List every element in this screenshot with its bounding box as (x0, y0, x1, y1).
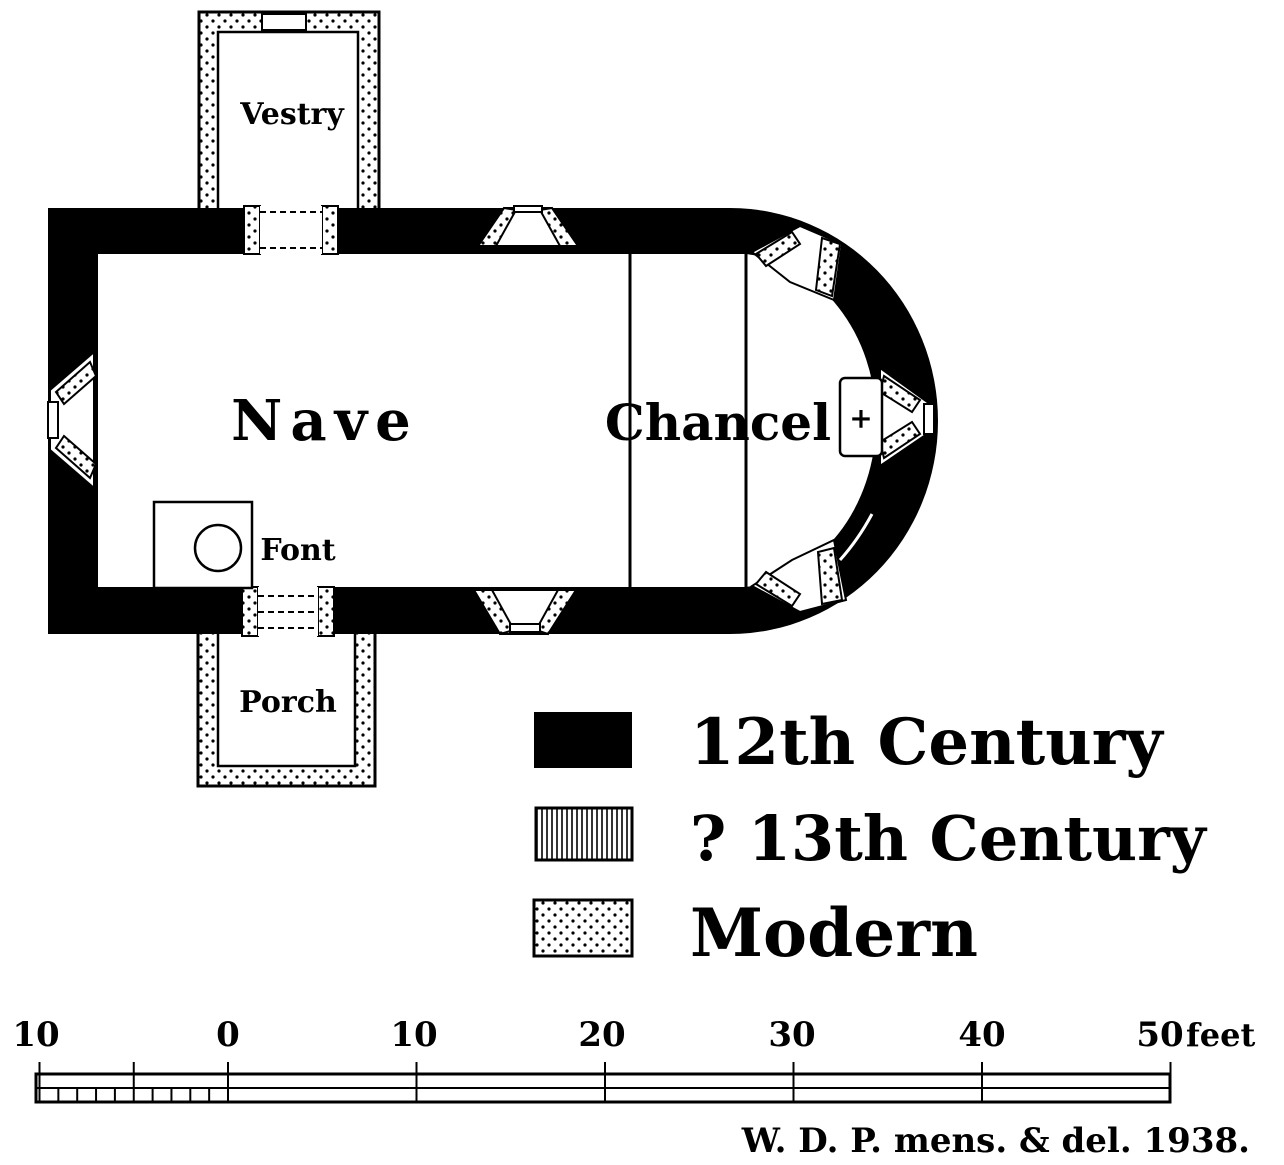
legend-label-modern: Modern (690, 894, 978, 972)
window-south (472, 589, 578, 636)
scale-bar: 10 0 10 20 30 40 50 feet (12, 1015, 1255, 1104)
scale-tick-label: 20 (578, 1015, 625, 1055)
scale-tick-label: 50 (1136, 1015, 1183, 1055)
scale-tick-label: 10 (12, 1015, 59, 1055)
legend-label-13th: ? 13th Century (690, 802, 1208, 875)
legend: 12th Century ? 13th Century Modern (532, 705, 1208, 972)
vestry-label: Vestry (239, 97, 345, 132)
window-apse-east (878, 366, 935, 468)
altar-cross: + (849, 402, 872, 435)
vestry-doorway (243, 205, 339, 255)
font-label: Font (260, 533, 335, 568)
legend-swatch-modern (532, 898, 634, 958)
twelfth-century-walls (48, 208, 938, 634)
legend-label-12th: 12th Century (690, 705, 1164, 780)
legend-swatch-13th (534, 806, 634, 862)
scale-tick-label: 10 (390, 1015, 437, 1055)
scale-tick-label: 30 (768, 1015, 815, 1055)
scale-unit: feet (1186, 1016, 1255, 1054)
vestry (197, 10, 381, 212)
font-basin (152, 500, 254, 590)
window-apse-north (750, 224, 844, 302)
window-west (47, 349, 98, 491)
window-apse-south (750, 513, 874, 614)
legend-swatch-12th (534, 712, 632, 768)
chancel-label: Chancel (605, 393, 831, 452)
nave-label: Nave (231, 388, 419, 454)
scale-tick-label: 40 (958, 1015, 1005, 1055)
porch-label: Porch (239, 685, 337, 720)
credit: W. D. P. mens. & del. 1938. (741, 1121, 1250, 1161)
scale-tick-label: 0 (216, 1015, 240, 1055)
window-north (476, 205, 580, 247)
altar: + (838, 376, 884, 458)
porch (196, 630, 377, 788)
porch-doorway (241, 586, 335, 637)
